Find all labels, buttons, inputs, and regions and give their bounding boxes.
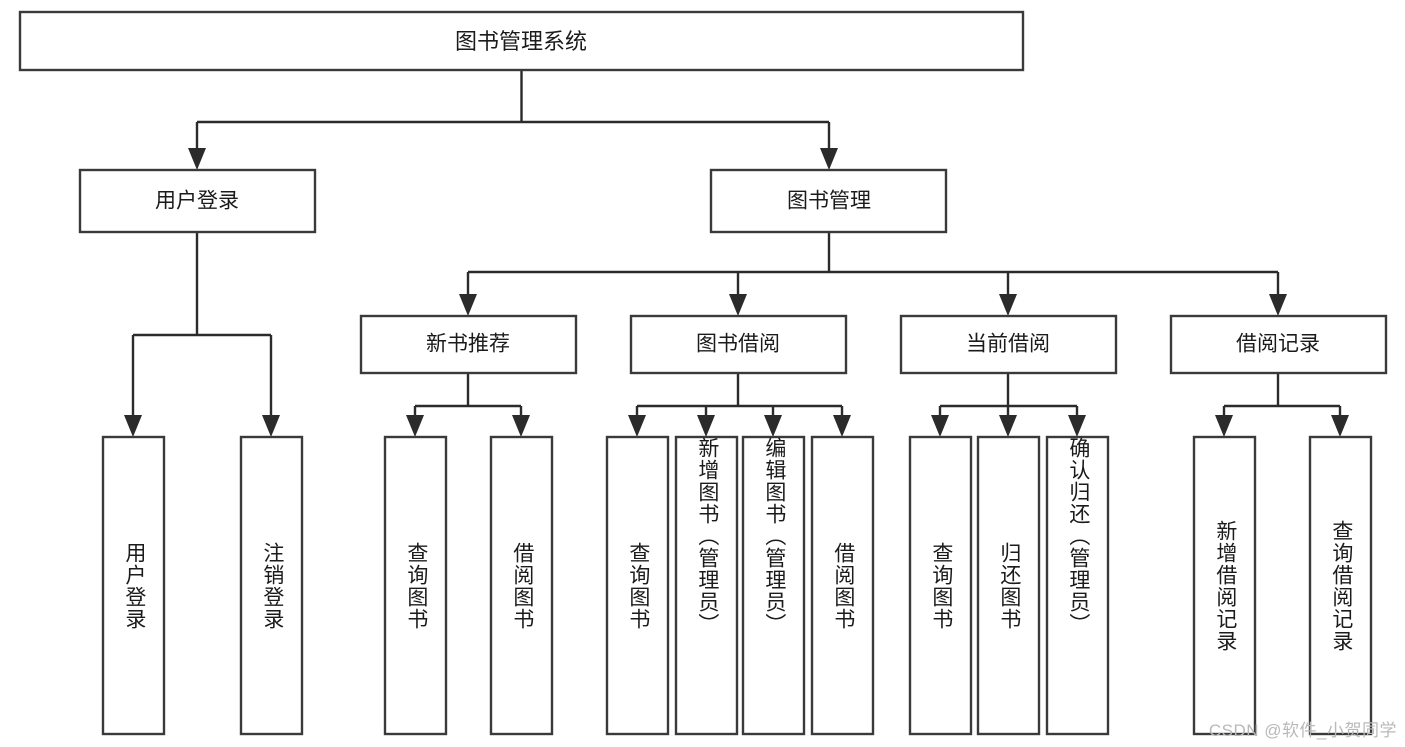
leaf-box-book-borrow-2[interactable] xyxy=(674,435,739,736)
node-borrow-record[interactable]: 借阅记录 xyxy=(1169,314,1388,375)
arrow-current-to-leaf2 xyxy=(999,415,1017,437)
node-book-borrow-box[interactable] xyxy=(629,314,848,375)
arrow-newbook-to-leaf1 xyxy=(406,415,424,437)
node-root-system[interactable]: 图书管理系统 xyxy=(18,10,1025,72)
arrow-bookmgmt-to-newbook xyxy=(459,294,477,316)
arrow-borrow-to-leaf3 xyxy=(764,415,782,437)
node-book-management-label: 图书管理 xyxy=(787,190,871,213)
arrow-login-to-leaf1 xyxy=(124,415,142,437)
arrow-bookmgmt-to-current xyxy=(999,294,1017,316)
node-current-borrow-box[interactable] xyxy=(899,314,1118,375)
arrow-record-to-leaf1 xyxy=(1215,415,1233,437)
node-book-management[interactable]: 图书管理 xyxy=(709,168,948,234)
leaf-box-book-borrow-3[interactable] xyxy=(741,435,806,736)
arrow-login-to-leaf2 xyxy=(262,415,280,437)
node-user-login-box[interactable] xyxy=(78,168,317,234)
leaf-box-book-borrow-1[interactable] xyxy=(605,435,670,736)
node-root-box[interactable] xyxy=(18,10,1025,72)
leaf-box-current-borrow-3[interactable] xyxy=(1045,435,1110,736)
leaf-box-current-borrow-1[interactable] xyxy=(908,435,973,736)
node-user-login-label: 用户登录 xyxy=(155,190,239,213)
arrow-record-to-leaf2 xyxy=(1331,415,1349,437)
leaf-box-borrow-record-2[interactable] xyxy=(1308,435,1373,736)
arrow-bookmgmt-to-record xyxy=(1269,294,1287,316)
csdn-watermark: CSDN @软件_小贺同学 xyxy=(1208,721,1397,740)
arrow-root-to-bookmgmt xyxy=(820,148,838,170)
node-new-book-recommend[interactable]: 新书推荐 xyxy=(359,314,578,375)
arrow-current-to-leaf3 xyxy=(1068,415,1086,437)
node-current-borrow-label: 当前借阅 xyxy=(966,333,1050,356)
node-borrow-record-box[interactable] xyxy=(1169,314,1388,375)
arrow-borrow-to-leaf4 xyxy=(833,415,851,437)
arrow-root-to-login xyxy=(188,148,206,170)
arrow-borrow-to-leaf1 xyxy=(628,415,646,437)
leaf-boxes-group xyxy=(101,435,1373,736)
arrow-bookmgmt-to-borrow xyxy=(729,294,747,316)
node-new-book-recommend-box[interactable] xyxy=(359,314,578,375)
arrow-newbook-to-leaf2 xyxy=(512,415,530,437)
node-book-borrow[interactable]: 图书借阅 xyxy=(629,314,848,375)
leaf-box-new-book-1[interactable] xyxy=(383,435,448,736)
node-current-borrow[interactable]: 当前借阅 xyxy=(899,314,1118,375)
leaf-box-current-borrow-2[interactable] xyxy=(976,435,1041,736)
node-borrow-record-label: 借阅记录 xyxy=(1236,333,1320,356)
leaf-box-user-login-1[interactable] xyxy=(101,435,166,736)
arrow-current-to-leaf1 xyxy=(931,415,949,437)
node-book-management-box[interactable] xyxy=(709,168,948,234)
node-user-login[interactable]: 用户登录 xyxy=(78,168,317,234)
connectors-group xyxy=(124,70,1349,437)
leaf-box-book-borrow-4[interactable] xyxy=(810,435,875,736)
arrow-borrow-to-leaf2 xyxy=(697,415,715,437)
leaf-box-new-book-2[interactable] xyxy=(489,435,554,736)
node-new-book-recommend-label: 新书推荐 xyxy=(426,333,510,356)
leaf-box-user-login-2[interactable] xyxy=(239,435,304,736)
leaf-box-borrow-record-1[interactable] xyxy=(1192,435,1257,736)
node-book-borrow-label: 图书借阅 xyxy=(696,333,780,356)
node-root-label: 图书管理系统 xyxy=(455,29,587,54)
